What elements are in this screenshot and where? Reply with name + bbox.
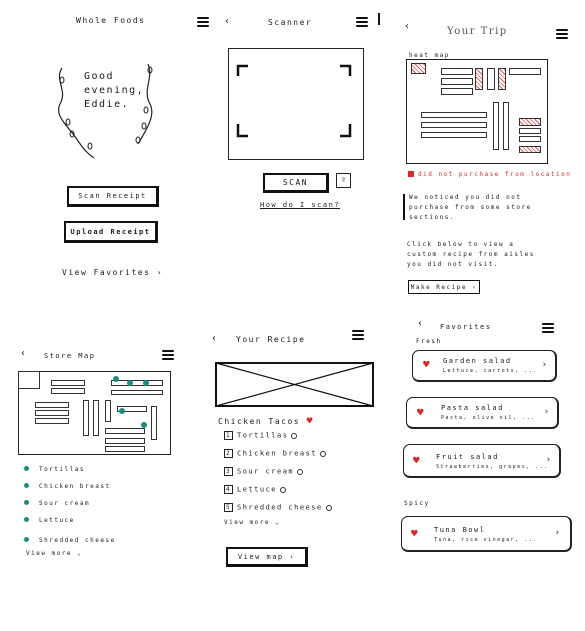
heart-icon[interactable]: ♥ — [417, 406, 424, 419]
view-more-link[interactable]: View more ⌄ — [224, 519, 281, 526]
heart-icon[interactable]: ♥ — [423, 358, 430, 371]
info-icon[interactable] — [320, 450, 327, 457]
chevron-right-icon: › — [554, 528, 560, 538]
back-icon[interactable]: ‹ — [417, 318, 424, 329]
favorite-card[interactable]: ♥ Tuna Bowl Tuna, rice vinegar, ... › — [401, 516, 572, 552]
recipe-title: Your Recipe — [236, 335, 306, 344]
menu-icon[interactable] — [162, 350, 174, 360]
notice-bar — [403, 194, 405, 220]
legend-swatch — [408, 171, 414, 177]
upload-receipt-button[interactable]: Upload Receipt — [64, 221, 158, 243]
favorites-title: Favorites — [440, 323, 492, 331]
info-icon[interactable] — [280, 486, 287, 493]
chevron-down-icon: ⌄ — [275, 519, 281, 526]
divider-mark — [378, 13, 380, 25]
chevron-right-icon: › — [543, 407, 549, 417]
scan-receipt-button[interactable]: Scan Receipt — [67, 186, 159, 207]
menu-icon[interactable] — [352, 330, 364, 340]
heat-map-label: heat map — [409, 52, 450, 59]
list-item: Tortillas — [24, 466, 116, 483]
info-icon[interactable] — [297, 468, 304, 475]
view-more-link[interactable]: View more ⌄ — [26, 550, 83, 557]
make-recipe-button[interactable]: Make Recipe › — [408, 280, 480, 294]
section-fresh: Fresh — [416, 338, 442, 345]
chevron-down-icon: ⌄ — [77, 550, 83, 557]
back-icon[interactable]: ‹ — [211, 333, 218, 344]
shopping-list: Tortillas Chicken breast Sour cream Lett… — [24, 466, 116, 552]
view-map-button[interactable]: View map › — [226, 547, 308, 567]
menu-icon[interactable] — [197, 17, 209, 27]
menu-icon[interactable] — [556, 29, 568, 39]
info-icon[interactable] — [291, 432, 298, 439]
back-icon[interactable]: ‹ — [404, 21, 411, 32]
menu-icon[interactable] — [356, 17, 368, 27]
heart-icon[interactable]: ♥ — [413, 454, 420, 467]
chevron-right-icon: › — [545, 455, 551, 465]
scanner-title: Scanner — [268, 18, 313, 27]
heat-map — [406, 59, 548, 164]
list-item: Lettuce — [24, 517, 116, 537]
favorite-card[interactable]: ♥ Garden salad Lettuce, carrots, ... › — [412, 350, 557, 382]
view-favorites-link[interactable]: View Favorites › — [62, 268, 164, 277]
list-item: Shredded cheese — [24, 537, 116, 552]
store-map — [18, 371, 171, 455]
recipe-cta-text: Click below to view a custom recipe from… — [407, 241, 535, 268]
heart-icon[interactable]: ♥ — [306, 416, 314, 427]
back-icon[interactable]: ‹ — [224, 16, 231, 27]
store-map-title: Store Map — [44, 352, 96, 360]
legend-label: did not purchase from location — [418, 171, 572, 178]
heart-icon[interactable]: ♥ — [411, 527, 418, 540]
home-title: Whole Foods — [76, 16, 146, 25]
favorite-card[interactable]: ♥ Pasta salad Pasta, olive oil, ... › — [406, 397, 559, 429]
dish-name: Chicken Tacos ♥ — [218, 416, 314, 427]
how-to-scan-link[interactable]: How do I scan? — [260, 201, 341, 209]
list-item: Chicken breast — [24, 483, 116, 500]
vine-decoration — [58, 63, 153, 159]
list-item: Sour cream — [24, 500, 116, 517]
favorite-card[interactable]: ♥ Fruit salad Strawberries, grapes, ... … — [403, 444, 561, 478]
menu-icon[interactable] — [542, 323, 554, 333]
trip-title: Your Trip — [447, 26, 508, 37]
info-icon[interactable] — [325, 504, 332, 511]
chevron-right-icon: › — [541, 360, 547, 370]
chevron-right-icon: › — [156, 268, 164, 277]
greeting: Good evening, Eddie. — [84, 71, 145, 110]
camera-viewfinder — [228, 48, 364, 160]
scan-button[interactable]: SCAN — [263, 173, 329, 193]
back-icon[interactable]: ‹ — [20, 348, 27, 359]
recipe-image-placeholder — [215, 362, 374, 407]
notice-text: We noticed you did not purchase from som… — [409, 194, 532, 221]
section-spicy: Spicy — [404, 500, 430, 507]
share-icon[interactable]: ⇪ — [336, 173, 351, 188]
